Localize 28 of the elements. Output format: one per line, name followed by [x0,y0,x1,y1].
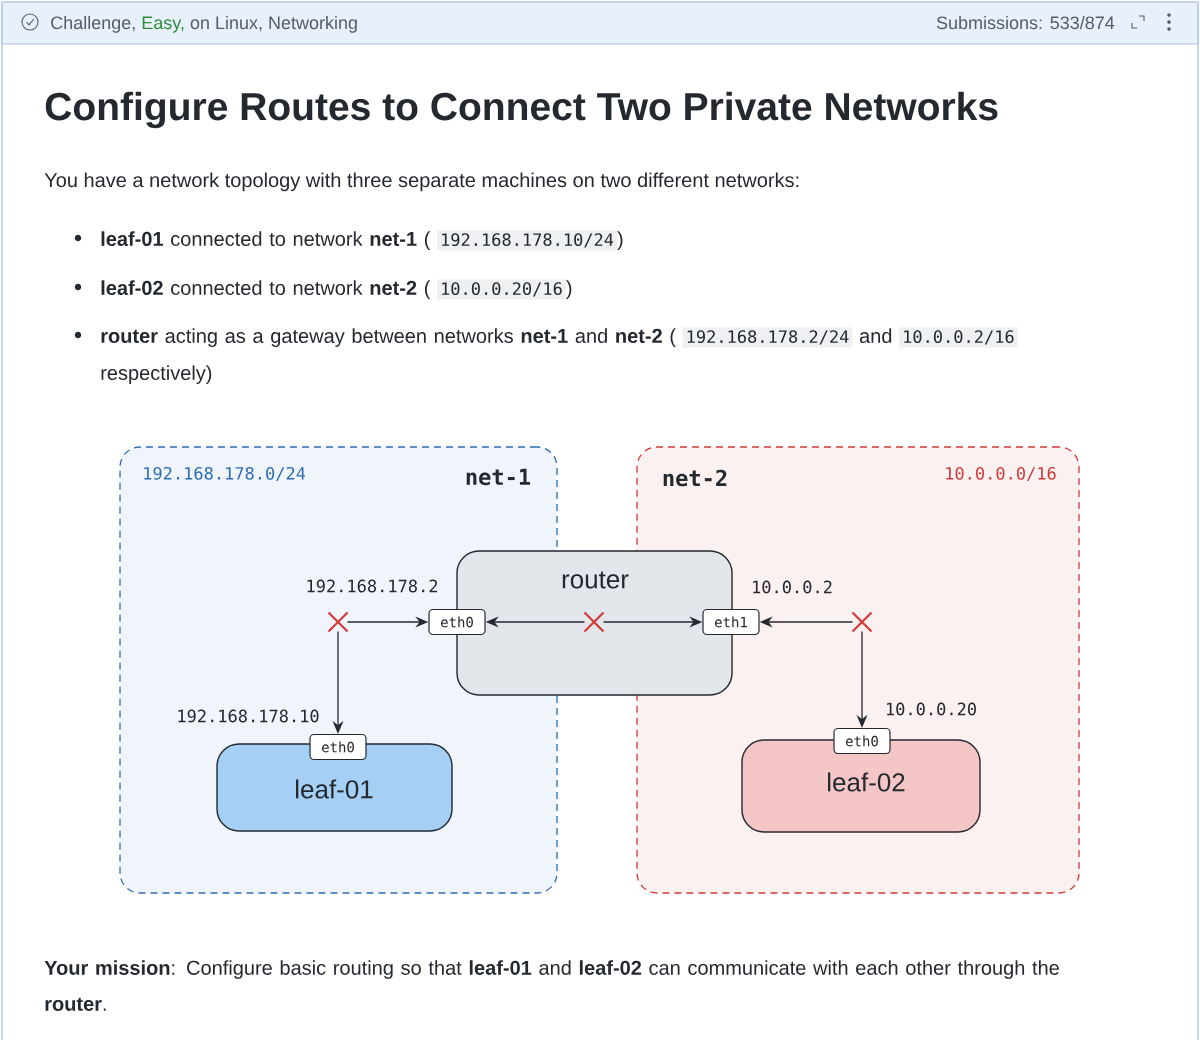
label: 192.168.178.2/24 [687,330,849,345]
cross-mark [851,611,873,633]
subnet-label: 10.0.0.0/16 [946,466,1056,482]
zone-name: net-1 [466,468,531,486]
label: and [859,328,892,344]
cross-mark [583,611,605,633]
submission-count: Submissions: 533/874 [936,15,1115,30]
interface-tag: eth0 [428,608,486,636]
label: router acting as a gateway between networks net-1 and net-2 ( [101,328,676,347]
intro-text: You have a network topology with three separate machines on two different networks: [44,172,799,192]
interface-tag: eth0 [833,727,891,755]
ip-address: 192.168.178.10 [178,709,319,723]
ip-address: 192.168.178.2 [307,579,438,593]
subnet-label: 192.168.178.0/24 [144,466,306,482]
interface-tag: eth1 [702,608,760,636]
mission-text: Your mission: Configure basic routing so that leaf-01 and leaf-02 can communicate with each other through the router. [44,960,1059,1011]
zone-name: net-2 [663,469,727,487]
interface-tag: eth0 [309,733,367,761]
ip-address: 10.0.0.20 [887,702,976,716]
cross-mark [327,611,349,633]
ip-address: 10.0.0.2 [753,580,832,594]
page-title: Configure Routes to Connect Two Private Networks [45,91,998,129]
label: 10.0.0.2/16 [904,330,1014,345]
bullet-item: leaf-02 connected to network net-2 ( 10.0.0.20/16 ) [74,279,572,300]
header-text: Challenge, Easy, on Linux, Networking [51,15,357,33]
bullet-item: leaf-01 connected to network net-1 ( 192.168.178.10/24 ) [74,230,623,251]
label: respectively) [101,365,212,384]
bullet-item: router acting as a gateway between networks net-1 and net-2 ( 192.168.178.2/24 and 10.0.0.2/16 respectively) [74,327,1018,384]
